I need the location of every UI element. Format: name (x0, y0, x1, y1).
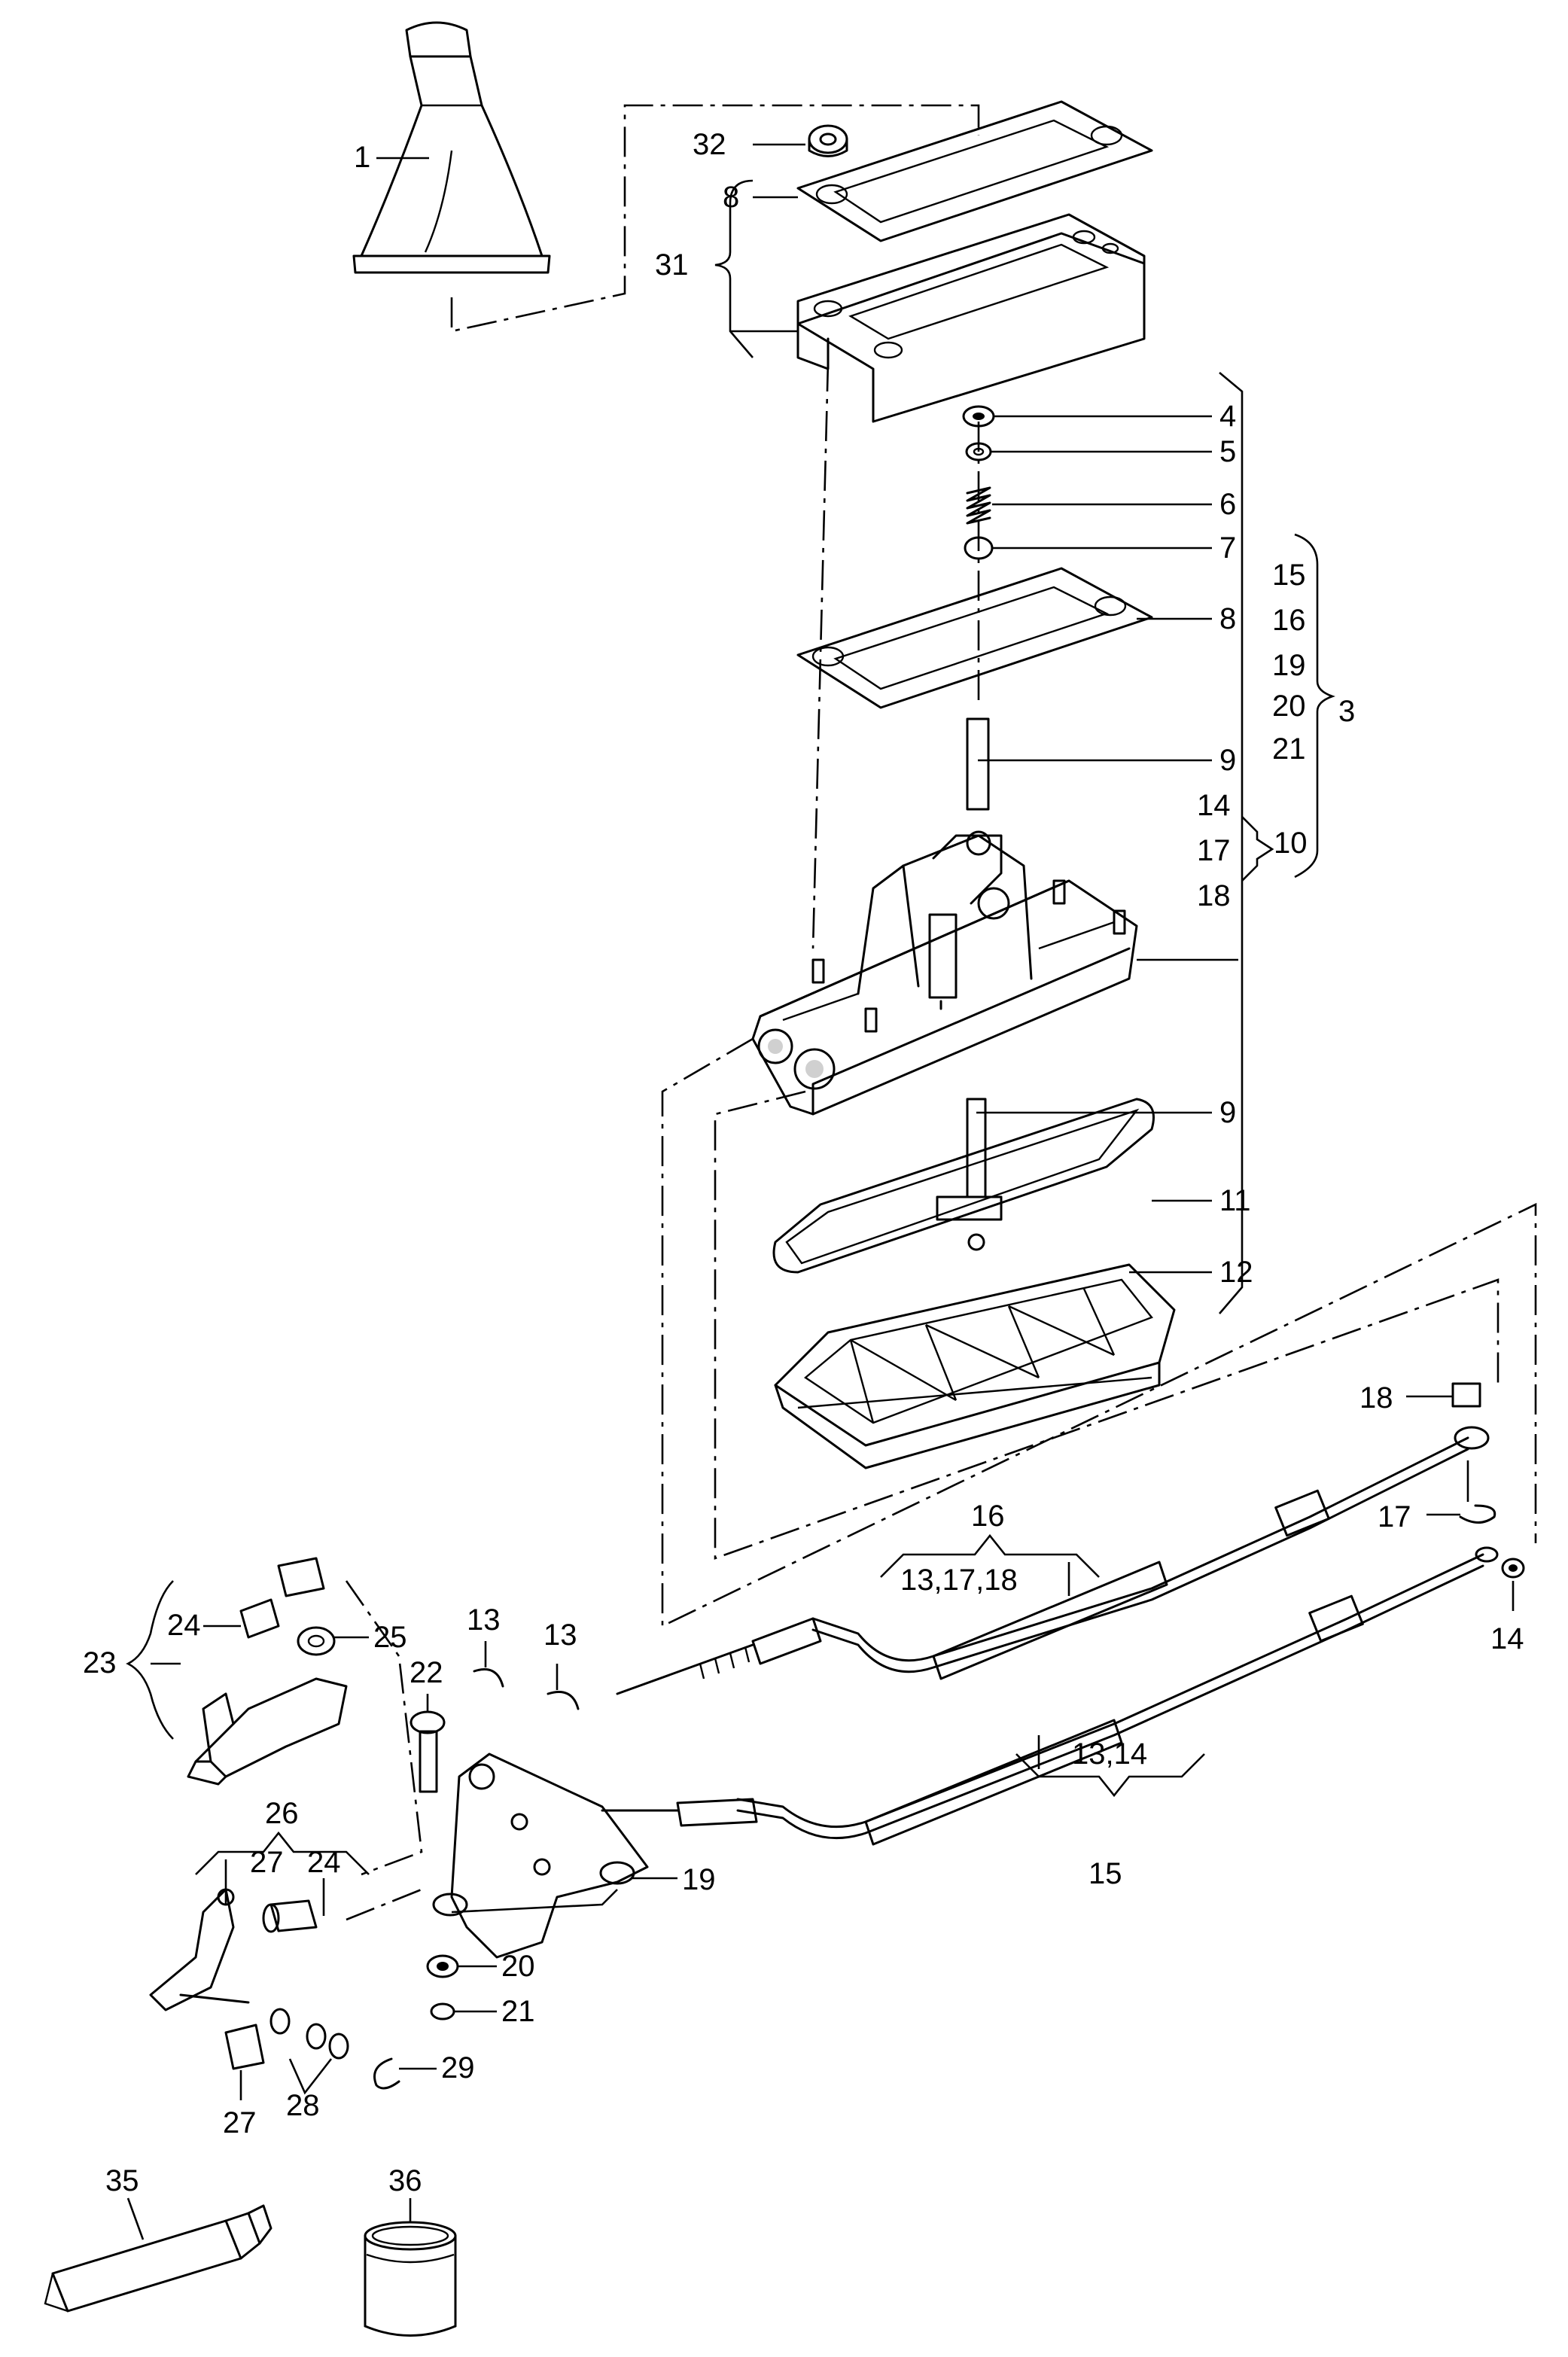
label-9b: 9 (1219, 1096, 1236, 1129)
label-b23: 23 (83, 1646, 117, 1679)
label-4: 4 (1219, 400, 1236, 433)
bushing-27-lower-drawing (224, 2024, 265, 2070)
shift-knob-boot-drawing (352, 21, 551, 274)
dash-line-left (811, 361, 830, 949)
label-b35: 35 (105, 2164, 139, 2197)
label-b20: 20 (501, 1950, 535, 1983)
label-10: 10 (1274, 827, 1308, 860)
gasket-8-middle-drawing (796, 567, 1153, 709)
label-19: 19 (1272, 649, 1306, 682)
brace-16 (880, 1533, 1100, 1578)
sleeve-36-drawing (364, 2221, 457, 2337)
label-b13b: 13 (543, 1619, 577, 1652)
label-b21: 21 (501, 1995, 535, 2028)
seal-11-drawing (772, 1098, 1155, 1274)
bushing-24-upper-drawing (239, 1557, 325, 1639)
label-18: 18 (1197, 879, 1231, 912)
brace-10 (1241, 816, 1274, 882)
cover-plate-31-drawing (796, 213, 1146, 423)
label-b27a: 27 (250, 1846, 284, 1879)
clip-13b-drawing (547, 1691, 580, 1710)
leader-b35 (126, 2197, 145, 2240)
label-b22: 22 (410, 1656, 443, 1689)
label-r14: 14 (1490, 1622, 1524, 1655)
shift-rod-9-lower-drawing (936, 1098, 1003, 1251)
clip-13a-drawing (473, 1668, 504, 1688)
brace-3 (1294, 533, 1335, 879)
dash-line-outer (661, 1037, 1537, 1628)
brace-31 (714, 179, 754, 358)
bracket-19-drawing (432, 1753, 649, 1959)
label-b29: 29 (441, 2051, 475, 2084)
lever-27-drawing (149, 1888, 250, 2011)
label-g15: 15 (1088, 1857, 1122, 1890)
label-6: 6 (1219, 488, 1236, 521)
sleeve-21-drawing (430, 2002, 455, 2021)
label-b28: 28 (286, 2089, 320, 2122)
shifter-housing-10-drawing (751, 830, 1138, 1116)
label-r17: 17 (1378, 1500, 1411, 1533)
gasket-8-top-drawing (796, 100, 1153, 242)
dash-line-26 (346, 1888, 422, 1921)
label-b13a: 13 (467, 1603, 501, 1637)
label-11: 11 (1219, 1184, 1251, 1217)
shift-cable-upper-drawing (616, 1382, 1490, 1695)
nut-25-drawing (297, 1626, 336, 1656)
dash-line-knob (450, 104, 980, 333)
label-r18: 18 (1359, 1381, 1393, 1415)
brace-23 (126, 1580, 174, 1740)
nut-32-drawing (808, 124, 848, 157)
label-21: 21 (1272, 732, 1306, 766)
brace-26 (195, 1831, 370, 1875)
bracket-assembly (1219, 372, 1244, 1314)
bolt-22-drawing (410, 1710, 446, 1793)
label-1: 1 (354, 141, 370, 174)
label-14: 14 (1197, 789, 1231, 822)
label-3: 3 (1338, 695, 1355, 728)
label-5: 5 (1219, 435, 1236, 468)
label-b19: 19 (682, 1863, 716, 1896)
label-15: 15 (1272, 559, 1306, 592)
label-7: 7 (1219, 531, 1236, 565)
label-8b: 8 (1219, 602, 1236, 635)
dash-line-inner (714, 1090, 1499, 1560)
clip-29-drawing (373, 2057, 400, 2090)
label-16: 16 (1272, 604, 1306, 637)
brace-15 (1015, 1753, 1205, 1798)
spring-6-drawing (966, 486, 991, 525)
label-32: 32 (693, 128, 726, 161)
grease-tube-35-drawing (44, 2204, 272, 2313)
label-20: 20 (1272, 690, 1306, 723)
label-9a: 9 (1219, 744, 1236, 777)
base-plate-12-drawing (774, 1263, 1176, 1469)
label-g131718: 13,17,18 (900, 1564, 1018, 1597)
clip-17-drawing (1459, 1504, 1496, 1524)
selector-lever-23-drawing (187, 1677, 348, 1786)
label-17: 17 (1197, 834, 1231, 867)
label-31: 31 (655, 248, 689, 282)
label-b27b: 27 (223, 2106, 257, 2139)
bushing-20-drawing (426, 1954, 459, 1978)
dash-line-linkage (345, 1580, 423, 1876)
label-g16: 16 (971, 1500, 1005, 1533)
label-b24a: 24 (167, 1609, 201, 1642)
shift-cable-lower-drawing (601, 1546, 1499, 1846)
bushing-24-lower-drawing (262, 1899, 318, 1933)
shift-rod-9-upper-drawing (966, 717, 1212, 811)
label-b24b: 24 (307, 1846, 341, 1879)
label-g1314: 13,14 (1072, 1737, 1147, 1771)
bushings-28-drawing (269, 2008, 349, 2060)
label-b36: 36 (388, 2164, 422, 2197)
label-12: 12 (1219, 1256, 1253, 1289)
brace-19-link (451, 1889, 618, 1914)
label-b26: 26 (265, 1797, 299, 1830)
leader-b28 (288, 2058, 333, 2095)
nut-14-drawing (1501, 1558, 1525, 1579)
